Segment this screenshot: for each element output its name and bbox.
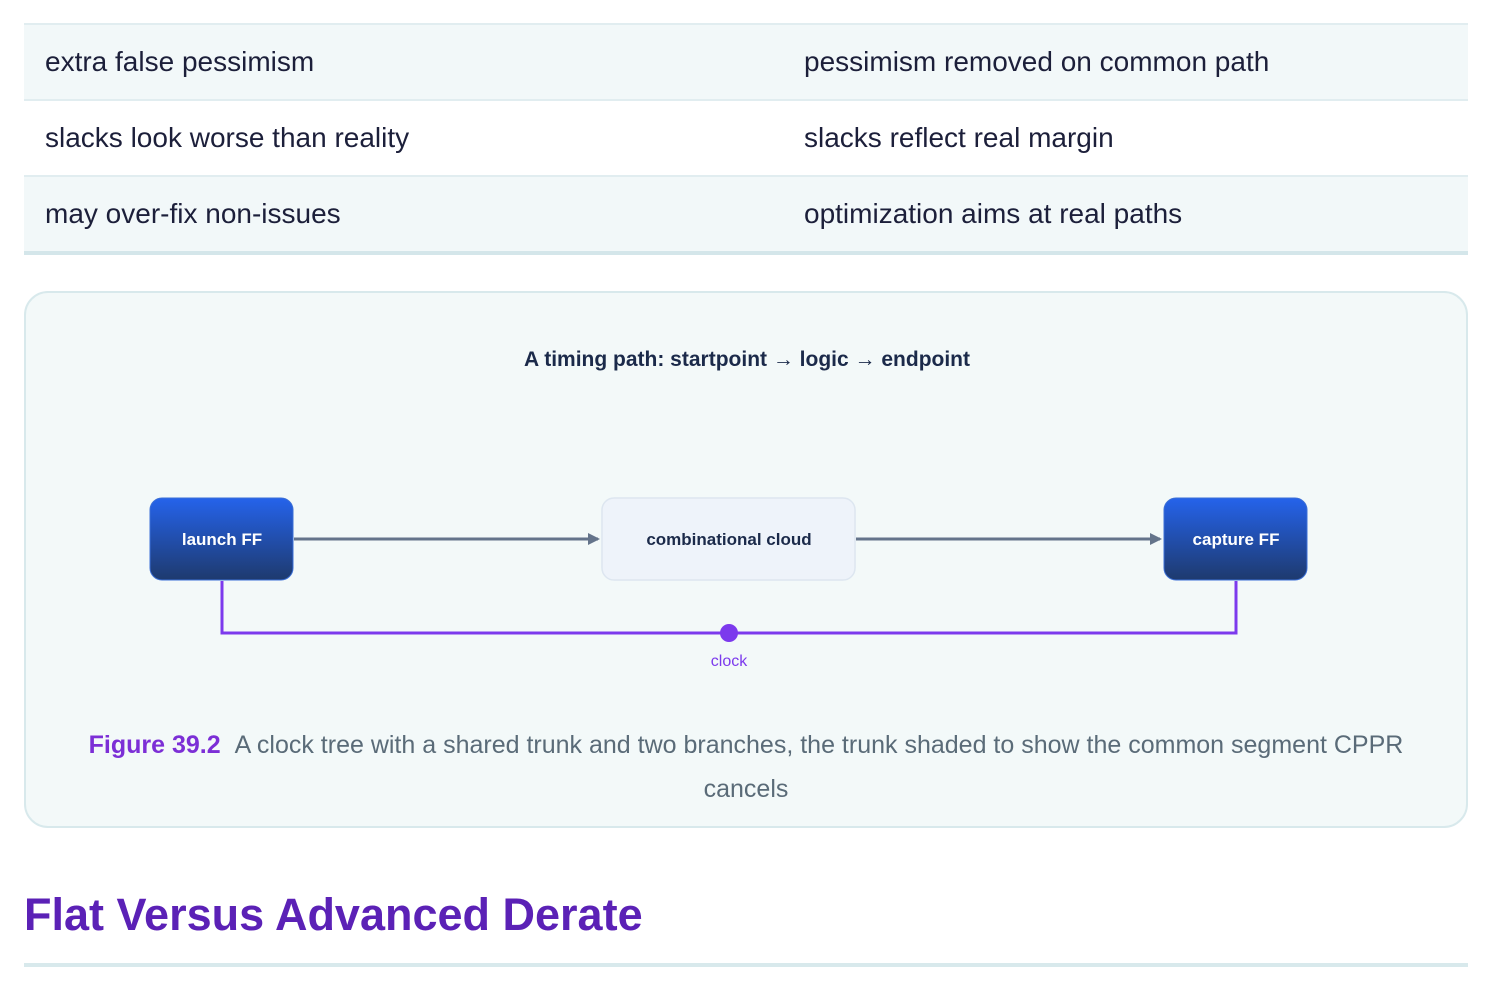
figure-caption: Figure 39.2 A clock tree with a shared tr… (76, 723, 1416, 811)
table-row: slacks look worse than reality slacks re… (24, 100, 1468, 177)
combinational-cloud-node: combinational cloud (601, 497, 856, 581)
capture-ff-node: capture FF (1163, 497, 1308, 581)
table-cell: slacks reflect real margin (783, 100, 1468, 177)
combinational-cloud-label: combinational cloud (646, 530, 811, 549)
figure-number: Figure 39.2 (88, 731, 221, 759)
table-cell: may over-fix non-issues (24, 176, 783, 253)
capture-ff-label: capture FF (1193, 530, 1280, 549)
table-cell: extra false pessimism (24, 24, 783, 101)
launch-ff-label: launch FF (182, 530, 262, 549)
launch-ff-node: launch FF (149, 497, 294, 581)
table-row: extra false pessimism pessimism removed … (24, 24, 1468, 101)
comparison-table: extra false pessimism pessimism removed … (24, 23, 1468, 255)
table-cell: pessimism removed on common path (783, 24, 1468, 101)
diagram-title: A timing path: startpoint → logic → endp… (524, 348, 970, 371)
clock-tree: clock (220, 581, 1238, 670)
clock-source-dot (720, 624, 738, 642)
timing-path-diagram: A timing path: startpoint → logic → endp… (149, 348, 1308, 670)
table-row: may over-fix non-issues optimization aim… (24, 176, 1468, 253)
clock-label: clock (711, 653, 748, 670)
figure-card: A timing path: startpoint → logic → endp… (24, 291, 1468, 828)
heading-divider (24, 963, 1468, 967)
table-cell: slacks look worse than reality (24, 100, 783, 177)
table-cell: optimization aims at real paths (783, 176, 1468, 253)
section-heading: Flat Versus Advanced Derate (24, 889, 643, 940)
figure-caption-text: A clock tree with a shared trunk and two… (234, 731, 1404, 803)
